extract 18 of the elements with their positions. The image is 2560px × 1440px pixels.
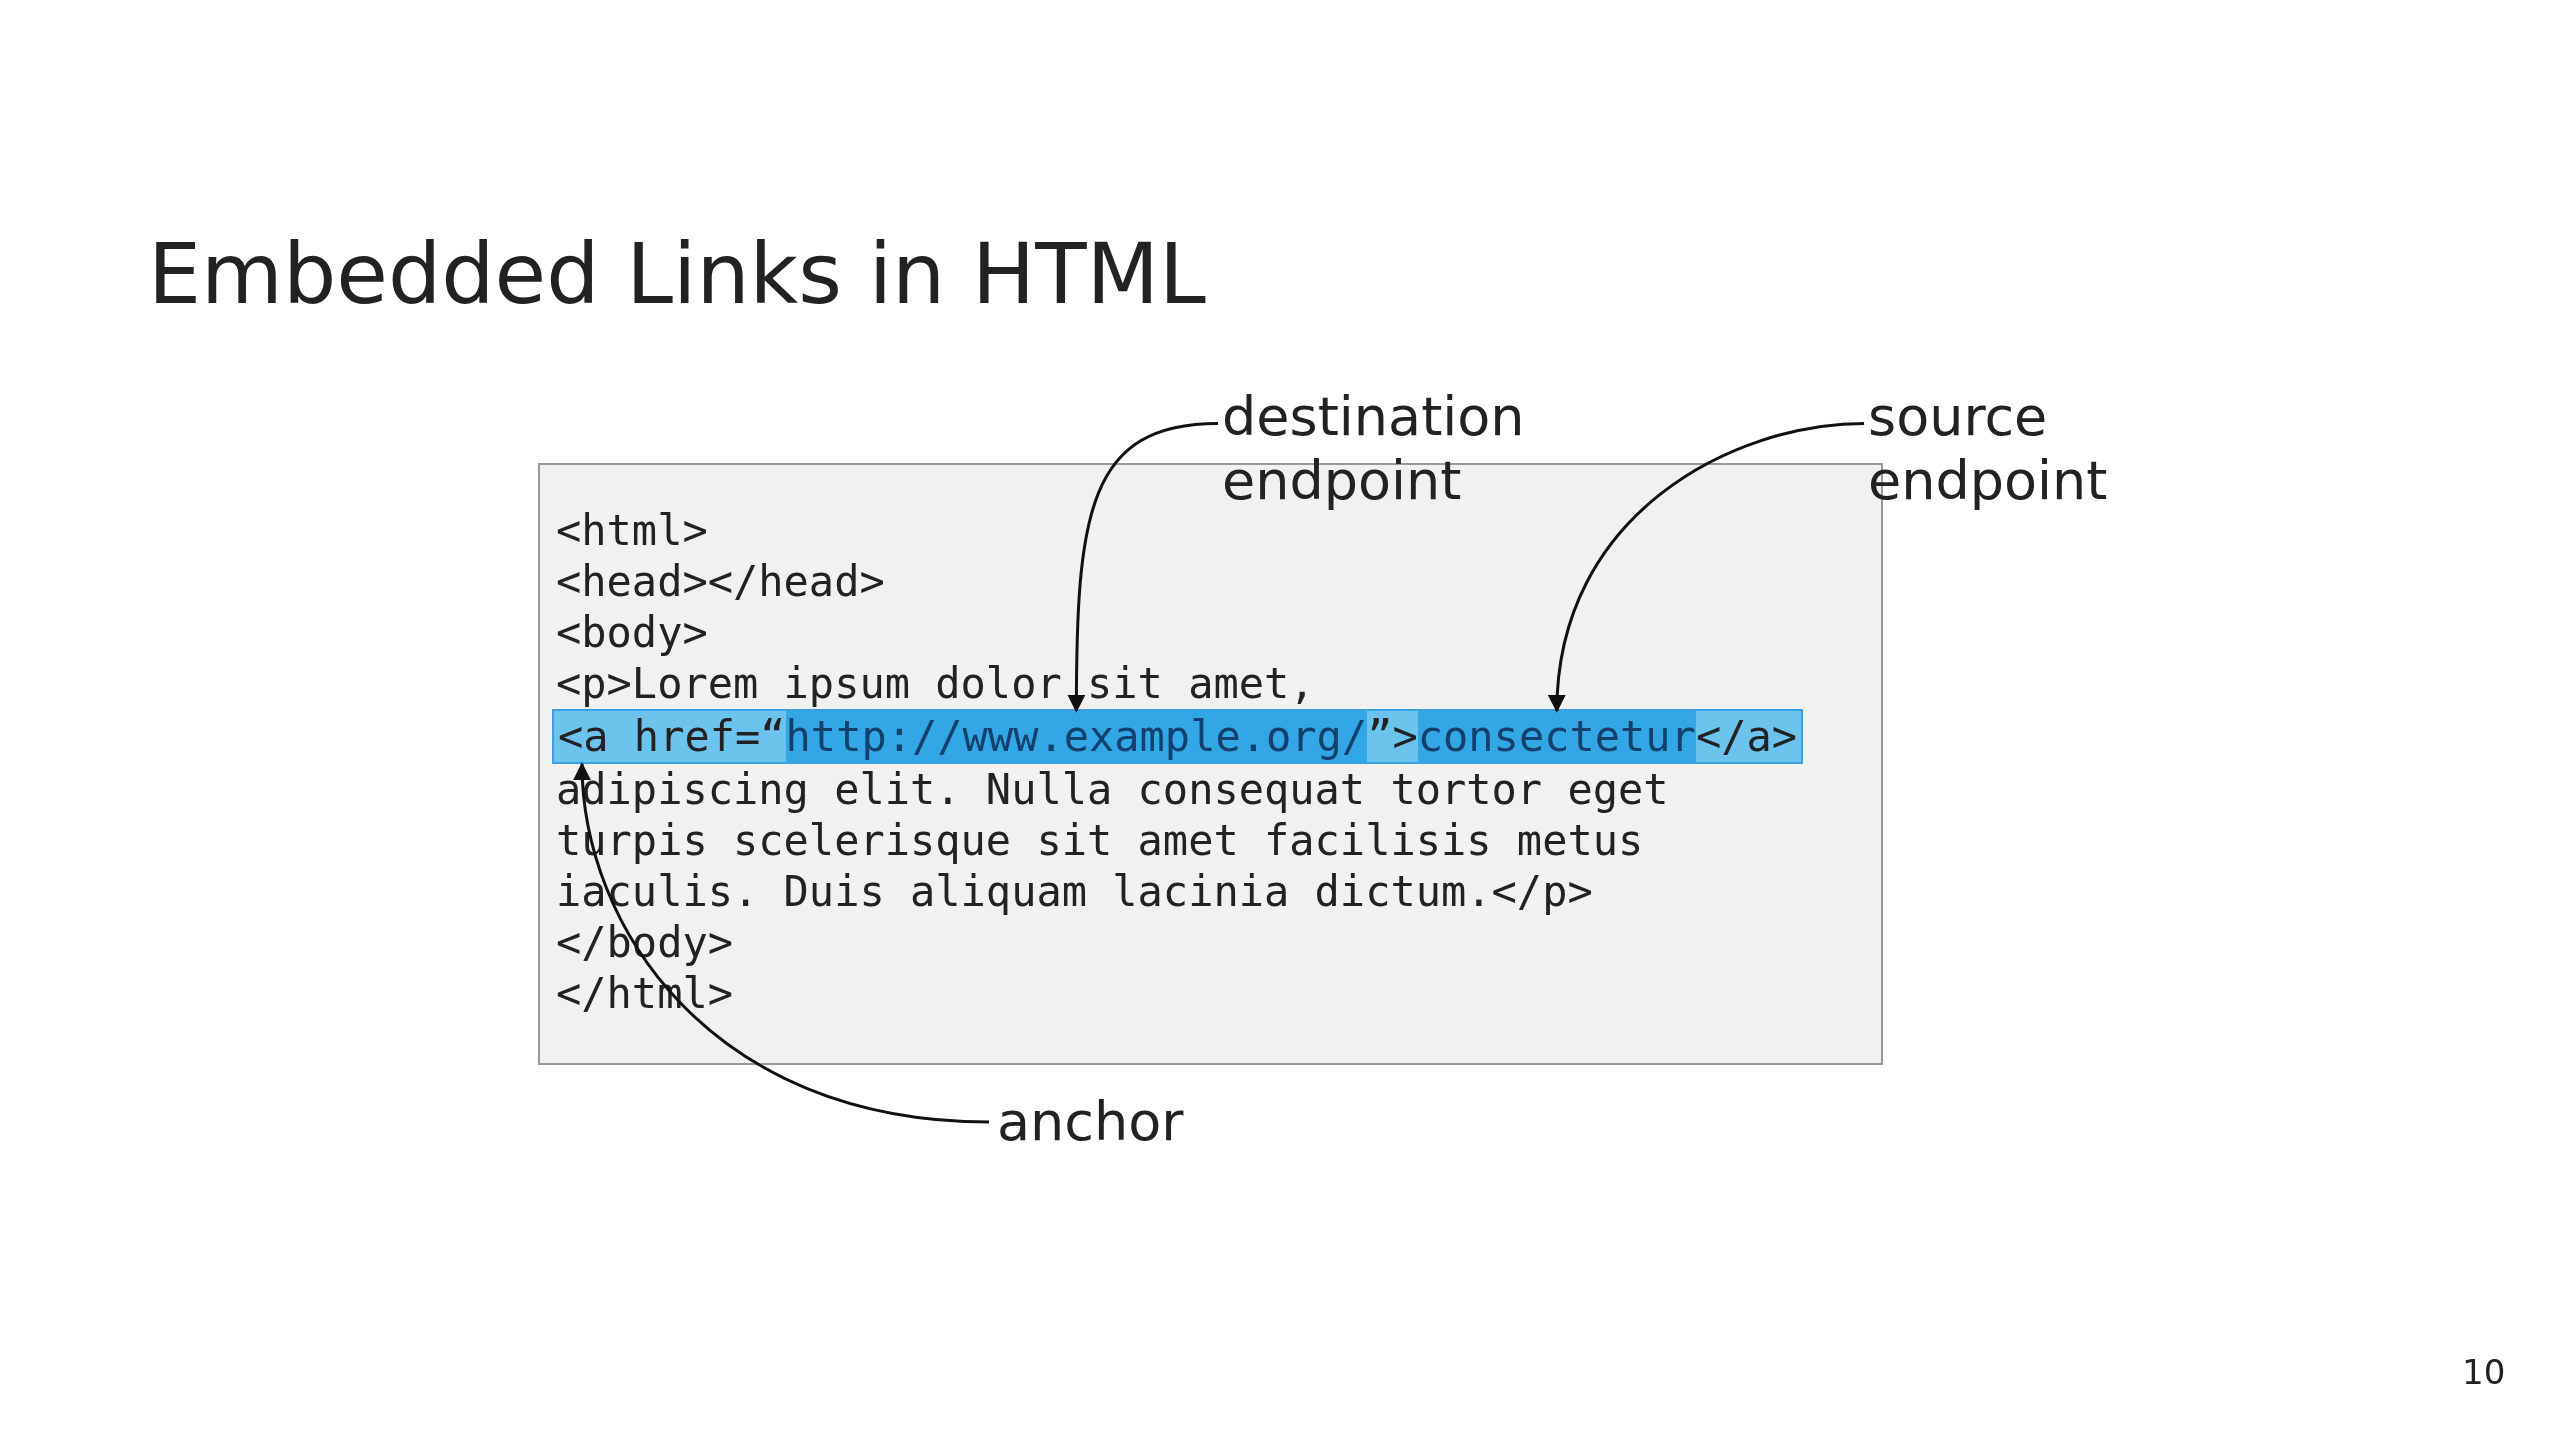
callout-text: destination endpoint — [1222, 385, 1542, 513]
code-text: ”> — [1367, 711, 1418, 762]
page-number: 10 — [2462, 1352, 2506, 1392]
anchor-highlight — [552, 709, 1804, 764]
code-line: <html> — [556, 505, 708, 556]
callout-text: anchor — [997, 1090, 1297, 1154]
code-text: </a> — [1695, 711, 1798, 762]
callout-text: source endpoint — [1868, 385, 2128, 513]
url-highlight: http://www.example.org/ — [785, 711, 1368, 762]
leader-line — [574, 762, 990, 1124]
slide-title: Embedded Links in HTML — [148, 225, 1206, 323]
link-text-highlight: consectetur — [1417, 711, 1696, 762]
code-line: <body> — [556, 607, 708, 658]
leader-line — [1067, 421, 1219, 713]
code-text: <a href=“ — [558, 711, 786, 762]
code-line: <p>Lorem ipsum dolor sit amet, — [556, 658, 1315, 709]
leader-line — [1549, 421, 1865, 713]
code-line: <head></head> — [556, 556, 885, 607]
